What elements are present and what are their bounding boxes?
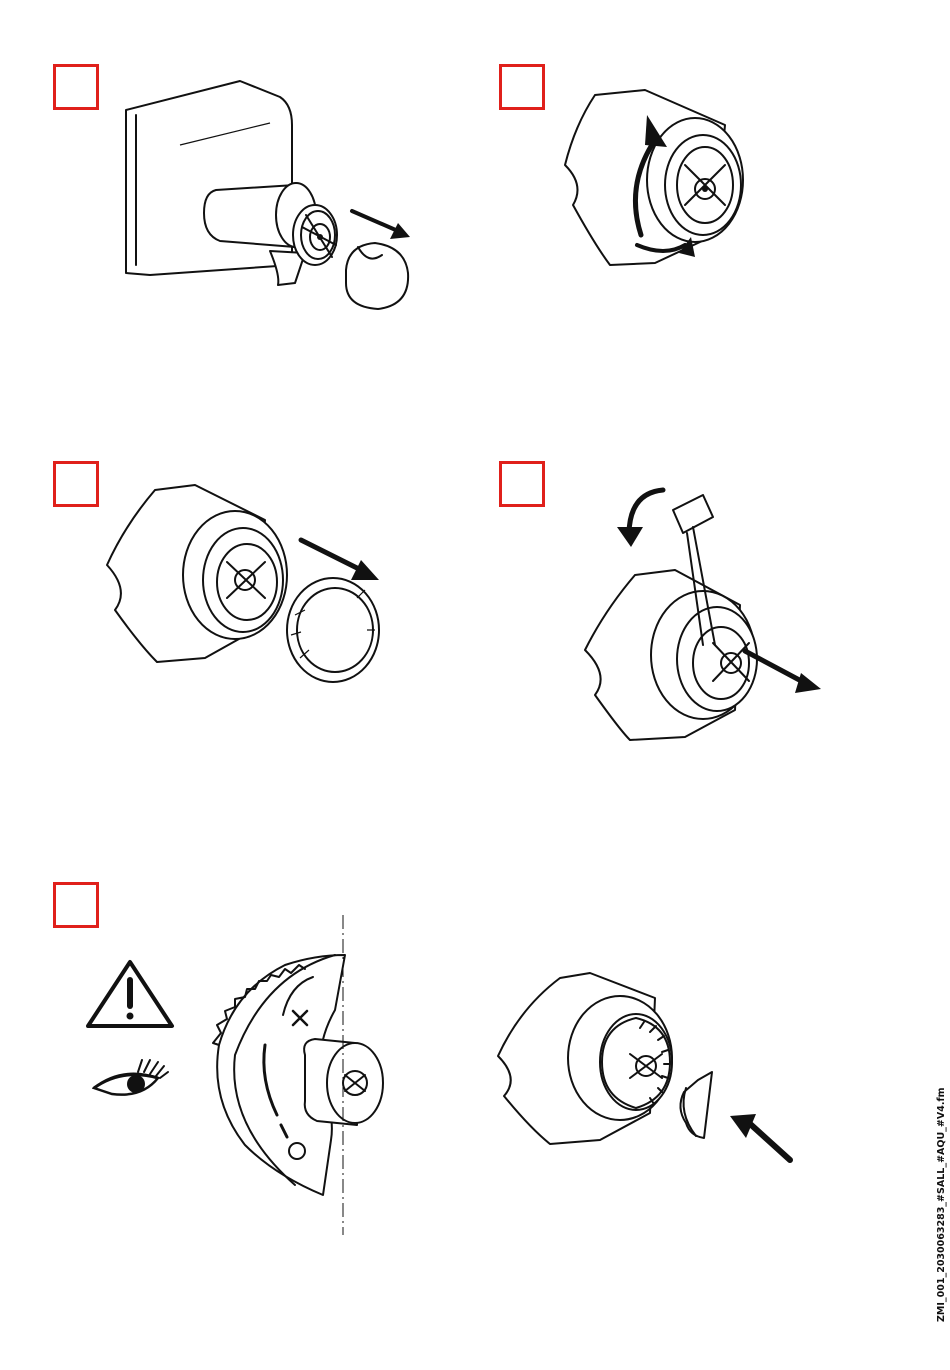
figure-insert-dial — [490, 968, 800, 1168]
document-file-id: ZMI_001_2030063283_#SALL_#AQU_#V4.fm — [936, 1088, 947, 1323]
figure-screwdriver — [575, 475, 835, 750]
step-2-box — [499, 64, 545, 110]
eye-icon — [92, 1058, 172, 1102]
step-4-box — [499, 461, 545, 507]
step-5-box — [53, 882, 99, 928]
figure-rotate-ring — [555, 85, 755, 275]
warning-triangle-icon — [84, 958, 176, 1030]
figure-remove-cap — [120, 75, 420, 315]
figure-pull-ring — [95, 480, 395, 700]
step-1-box — [53, 64, 99, 110]
figure-dial-orientation — [205, 915, 405, 1235]
step-3-box — [53, 461, 99, 507]
